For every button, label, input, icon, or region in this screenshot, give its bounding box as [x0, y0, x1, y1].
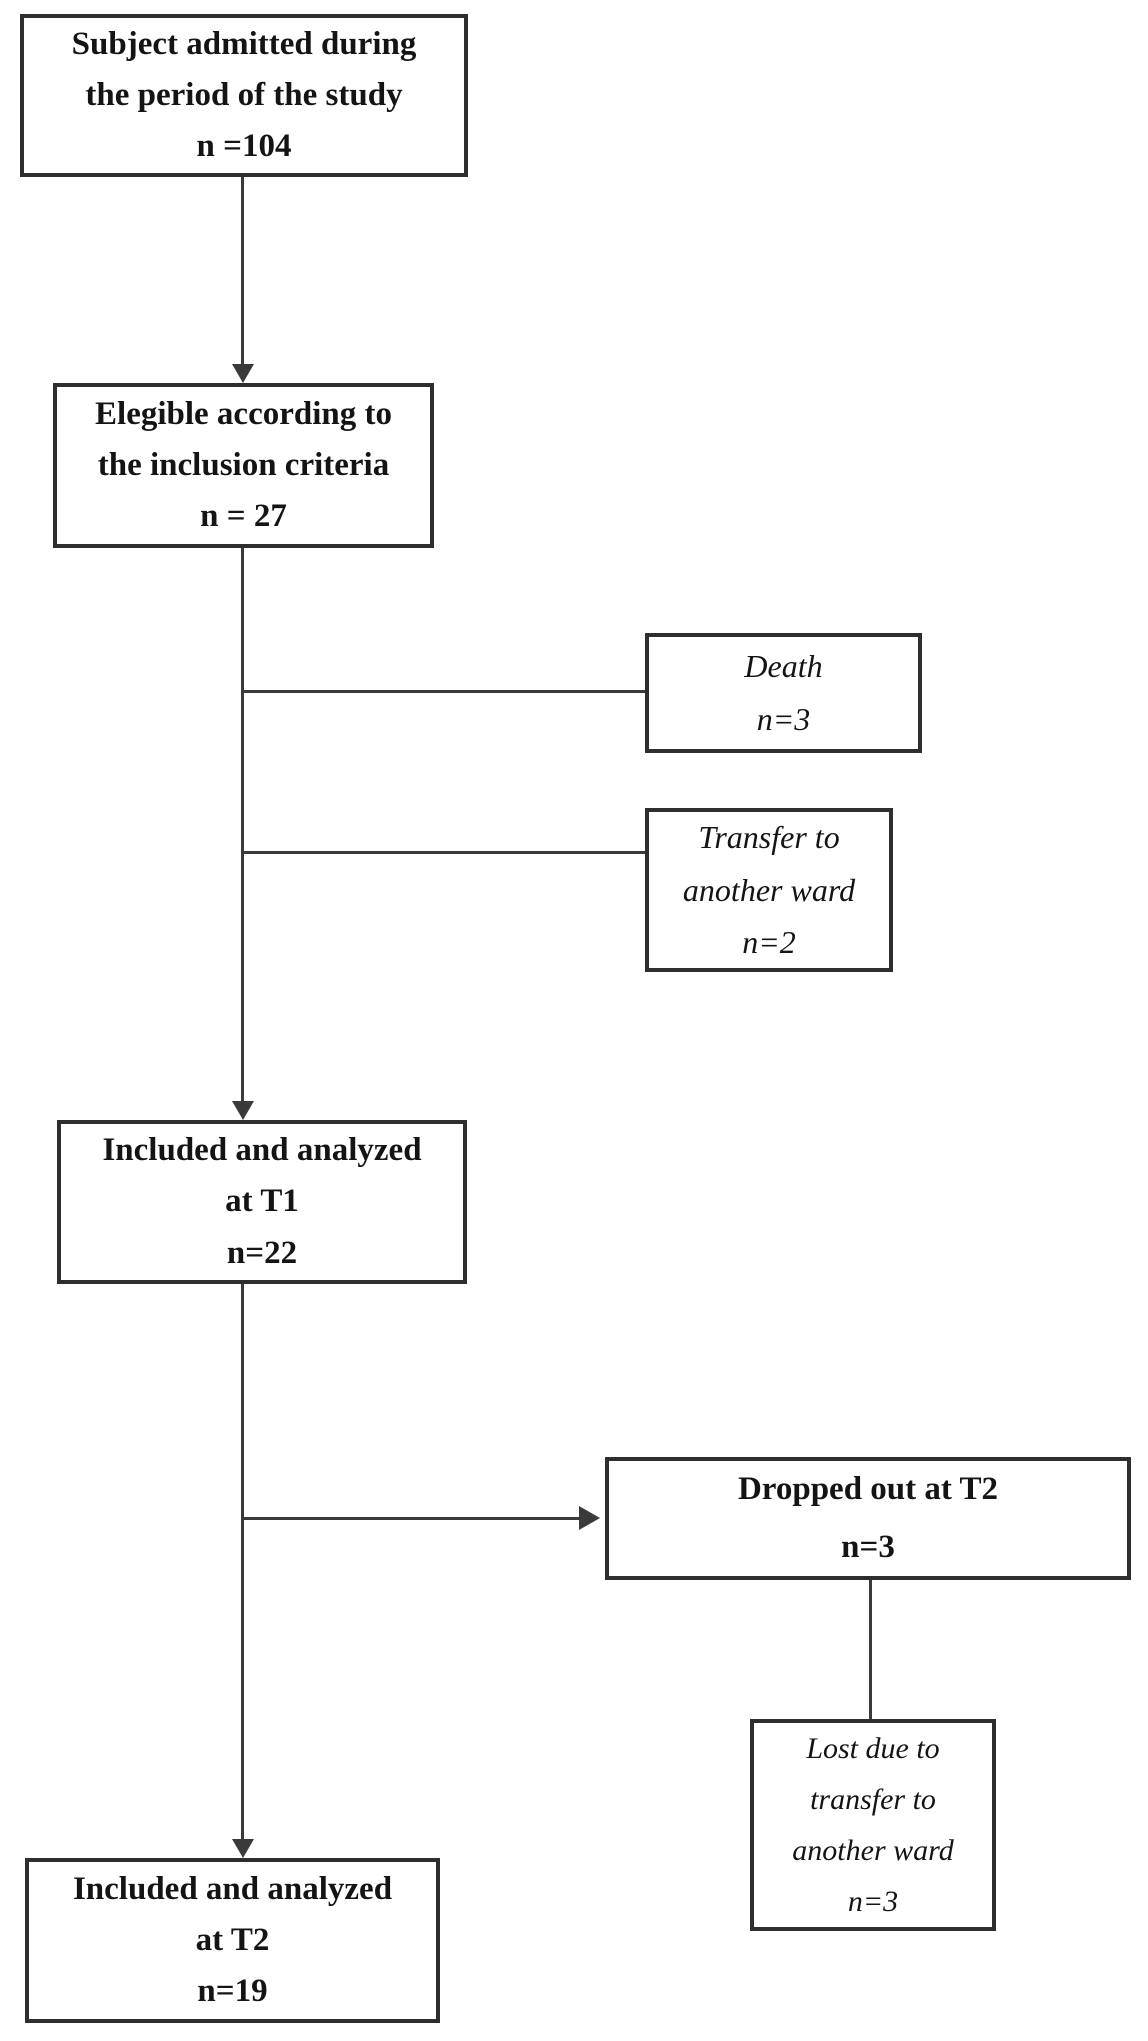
node-death: Death n=3: [645, 633, 922, 753]
node-label-line: n = 27: [200, 498, 287, 535]
node-label-line: Death: [744, 648, 823, 685]
arrowhead-into-dropped-icon: [579, 1506, 600, 1530]
connector-admitted-to-eligible: [241, 177, 244, 365]
connector-eligible-to-t1: [241, 548, 244, 1102]
node-eligible: Elegible according to the inclusion crit…: [53, 383, 434, 548]
node-analyzed-t1: Included and analyzed at T1 n=22: [57, 1120, 467, 1284]
node-label-line: n=22: [226, 1234, 298, 1271]
node-label-line: n=19: [197, 1973, 268, 2010]
node-label-line: transfer to: [810, 1783, 936, 1816]
node-label-line: n=3: [756, 701, 811, 737]
node-label-line: n =104: [196, 128, 292, 165]
node-transfer-another-ward: Transfer to another ward n=2: [645, 808, 893, 972]
node-dropped-out-t2: Dropped out at T2 n=3: [605, 1457, 1131, 1580]
node-subject-admitted: Subject admitted during the period of th…: [20, 14, 468, 177]
node-label-line: n=3: [847, 1885, 899, 1918]
node-label-line: Transfer to: [698, 818, 840, 855]
arrowhead-into-t2-icon: [232, 1839, 254, 1858]
node-label-line: another ward: [792, 1834, 954, 1867]
node-label-line: Included and analyzed: [72, 1870, 393, 1907]
connector-branch-transfer: [241, 851, 645, 854]
node-label-line: Elegible according to: [95, 395, 392, 432]
node-label-line: Subject admitted during: [71, 25, 417, 62]
node-label-line: at T1: [225, 1183, 299, 1220]
arrowhead-into-t1-icon: [232, 1101, 254, 1120]
connector-branch-death: [241, 690, 645, 693]
node-label-line: the period of the study: [85, 76, 403, 113]
node-label-line: n=3: [841, 1528, 895, 1565]
node-analyzed-t2: Included and analyzed at T2 n=19: [25, 1858, 440, 2023]
node-label-line: Lost due to: [806, 1732, 940, 1765]
node-label-line: Included and analyzed: [102, 1132, 422, 1169]
node-label-line: the inclusion criteria: [97, 446, 390, 483]
connector-branch-dropped: [243, 1517, 580, 1520]
node-label-line: another ward: [682, 871, 856, 908]
connector-t1-to-t2: [241, 1284, 244, 1840]
connector-dropped-to-lost: [869, 1580, 872, 1719]
node-lost-transfer: Lost due to transfer to another ward n=3: [750, 1719, 996, 1931]
node-label-line: at T2: [195, 1921, 270, 1958]
arrowhead-into-eligible-icon: [232, 364, 254, 383]
node-label-line: n=2: [742, 924, 796, 961]
node-label-line: Dropped out at T2: [737, 1470, 999, 1507]
